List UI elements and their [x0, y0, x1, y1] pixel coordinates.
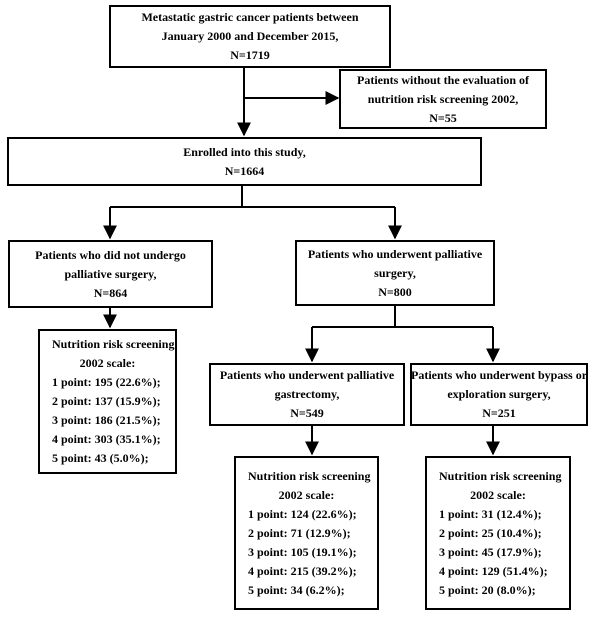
bypass-scores-box: Nutrition risk screening 2002 scale: 1 p… [425, 456, 571, 610]
enrolled-box: Enrolled into this study, N=1664 [7, 137, 482, 186]
no-surgery-scores-box: Nutrition risk screening 2002 scale: 1 p… [38, 329, 177, 474]
score-item: 2 point: 25 (10.4%); [439, 525, 542, 540]
score-item: 3 point: 105 (19.1%); [248, 544, 357, 559]
score-item: 4 point: 215 (39.2%); [248, 563, 357, 578]
score-item: 5 point: 34 (6.2%); [248, 582, 345, 597]
score-item: 1 point: 195 (22.6%); [52, 375, 161, 389]
score-item: 5 point: 43 (5.0%); [52, 451, 149, 465]
score-item: 4 point: 303 (35.1%); [52, 432, 161, 446]
score-item: 1 point: 124 (22.6%); [248, 506, 357, 521]
score-item: 3 point: 45 (17.9%); [439, 544, 542, 559]
excluded-box: Patients without the evaluation of nutri… [339, 69, 547, 129]
score-item: 2 point: 137 (15.9%); [52, 394, 161, 408]
score-item: 4 point: 129 (51.4%); [439, 563, 548, 578]
score-item: 5 point: 20 (8.0%); [439, 582, 536, 597]
surgery-box: Patients who underwent palliative surger… [295, 240, 495, 306]
gastrectomy-scores-box: Nutrition risk screening 2002 scale: 1 p… [234, 456, 379, 610]
no-surgery-box: Patients who did not undergo palliative … [8, 240, 213, 308]
gastrectomy-box: Patients who underwent palliative gastre… [209, 363, 405, 426]
bypass-box: Patients who underwent bypass or explora… [410, 363, 588, 426]
score-item: 2 point: 71 (12.9%); [248, 525, 351, 540]
score-item: 1 point: 31 (12.4%); [439, 506, 542, 521]
score-item: 3 point: 186 (21.5%); [52, 413, 161, 427]
start-box: Metastatic gastric cancer patients betwe… [109, 5, 391, 68]
